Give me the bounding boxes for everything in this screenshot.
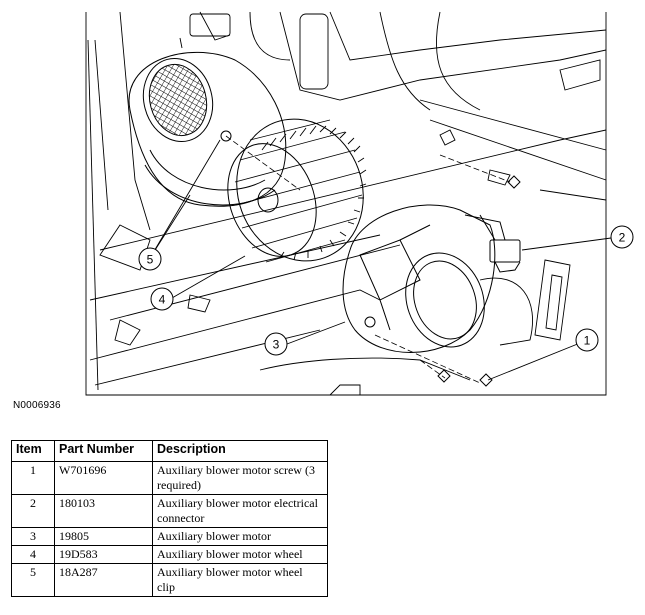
- cell-description: Auxiliary blower motor wheel: [152, 545, 328, 564]
- callout-2: 2: [610, 225, 634, 249]
- callout-3-label: 3: [273, 338, 280, 352]
- cell-item: 2: [11, 494, 55, 528]
- cell-description: Auxiliary blower motor electrical connec…: [152, 494, 328, 528]
- callout-1: 1: [575, 328, 599, 352]
- vehicle-structure: [85, 11, 607, 396]
- cell-item: 3: [11, 527, 55, 546]
- callout-3: 3: [264, 332, 288, 356]
- wheel-clip: [220, 130, 301, 191]
- cell-part-number: 19D583: [54, 545, 153, 564]
- blower-wheel: [227, 118, 367, 263]
- cell-description: Auxiliary blower motor screw (3 required…: [152, 461, 328, 495]
- header-description: Description: [152, 440, 328, 462]
- table-row: 4 19D583 Auxiliary blower motor wheel: [11, 545, 328, 564]
- table-row: 2 180103 Auxiliary blower motor electric…: [11, 494, 328, 528]
- callout-5: 5: [138, 247, 162, 271]
- blower-motor: [342, 204, 506, 353]
- callout-1-label: 1: [584, 334, 591, 348]
- cell-description: Auxiliary blower motor wheel clip: [152, 563, 328, 597]
- table-row: 1 W701696 Auxiliary blower motor screw (…: [11, 461, 328, 495]
- table-row: 3 19805 Auxiliary blower motor: [11, 527, 328, 546]
- figure-id: N0006936: [13, 400, 61, 411]
- leader-lines: [149, 139, 612, 381]
- callout-5-label: 5: [147, 253, 154, 267]
- cell-part-number: 18A287: [54, 563, 153, 597]
- electrical-connector: [479, 214, 521, 273]
- blower-housing: [128, 51, 287, 207]
- blower-motor-diagram: 1 2 3 4 5: [85, 11, 634, 396]
- cell-item: 5: [11, 563, 55, 597]
- cell-part-number: 180103: [54, 494, 153, 528]
- callout-4: 4: [150, 287, 174, 311]
- callout-2-label: 2: [619, 231, 626, 245]
- cell-part-number: W701696: [54, 461, 153, 495]
- cell-item: 1: [11, 461, 55, 495]
- cell-part-number: 19805: [54, 527, 153, 546]
- header-part-number: Part Number: [54, 440, 153, 462]
- screws: [374, 154, 521, 387]
- parts-table: Item Part Number Description 1 W701696 A…: [11, 440, 328, 597]
- header-item: Item: [11, 440, 55, 462]
- callout-4-label: 4: [159, 293, 166, 307]
- table-header-row: Item Part Number Description: [11, 440, 328, 462]
- table-row: 5 18A287 Auxiliary blower motor wheel cl…: [11, 563, 328, 597]
- cell-description: Auxiliary blower motor: [152, 527, 328, 546]
- cell-item: 4: [11, 545, 55, 564]
